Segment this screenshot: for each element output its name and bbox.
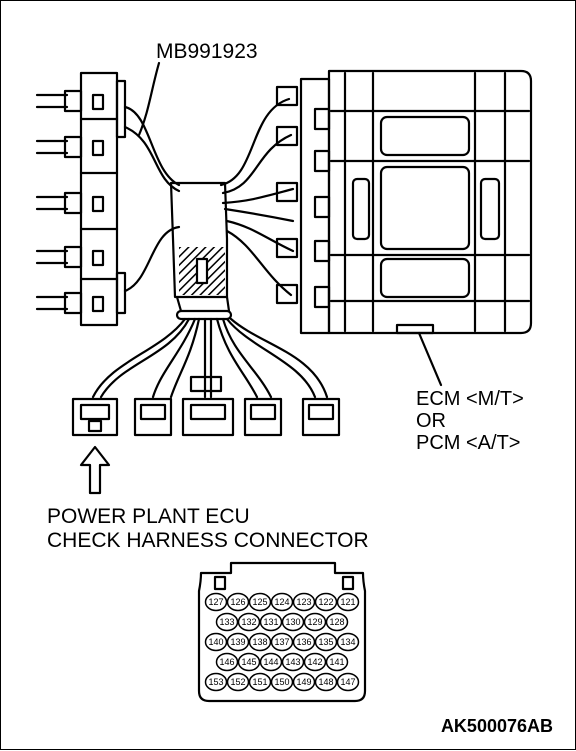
pin-142 [303,652,327,672]
pin-126 [226,592,250,612]
pin-label-142: 142 [307,657,322,667]
pin-128 [325,612,349,632]
pin-144 [259,652,283,672]
pin-label-151: 151 [252,677,267,687]
pin-label-124: 124 [274,597,289,607]
pin-151 [248,672,272,692]
ecm-pcm-unit [275,69,533,387]
pin-label-127: 127 [208,597,223,607]
pin-label-135: 135 [318,637,333,647]
pin-131 [259,612,283,632]
pin-label-134: 134 [340,637,355,647]
pin-label-121: 121 [340,597,355,607]
pin-label-145: 145 [241,657,256,667]
pin-122 [314,592,338,612]
pin-147 [336,672,360,692]
pin-label-143: 143 [285,657,300,667]
pin-label-130: 130 [285,617,300,627]
ecm-label-line1: ECM <M/T> [416,388,524,410]
check-harness-label-line1: POWER PLANT ECU [47,505,250,528]
pin-label-138: 138 [252,637,267,647]
ecm-pcm-label: ECM <M/T> OR PCM <A/T> [416,388,524,454]
check-harness-label-line2: CHECK HARNESS CONNECTOR [47,529,369,552]
pin-145 [237,652,261,672]
pin-label-122: 122 [318,597,333,607]
pin-150 [270,672,294,692]
pin-146 [215,652,239,672]
pin-label-129: 129 [307,617,322,627]
pin-138 [248,632,272,652]
pin-label-152: 152 [230,677,245,687]
pin-136 [292,632,316,652]
pin-152 [226,672,250,692]
pin-label-147: 147 [340,677,355,687]
pin-label-123: 123 [296,597,311,607]
pin-label-150: 150 [274,677,289,687]
pin-137 [270,632,294,652]
pin-133 [215,612,239,632]
pin-label-146: 146 [219,657,234,667]
pin-129 [303,612,327,632]
pin-label-126: 126 [230,597,245,607]
pin-135 [314,632,338,652]
up-arrow-icon [79,445,111,495]
pin-label-136: 136 [296,637,311,647]
pin-label-132: 132 [241,617,256,627]
pin-149 [292,672,316,692]
pin-label-141: 141 [329,657,344,667]
pin-141 [325,652,349,672]
tool-label: MB991923 [156,40,258,63]
pin-label-139: 139 [230,637,245,647]
pin-label-149: 149 [296,677,311,687]
check-harness-label: POWER PLANT ECU CHECK HARNESS CONNECTOR [47,506,369,554]
pin-label-125: 125 [252,597,267,607]
pin-grid: 127 126 125 124 123 122 121 133 132 131 130 129 128 1… [204,592,360,692]
pin-123 [292,592,316,612]
pin-label-128: 128 [329,617,344,627]
pin-125 [248,592,272,612]
check-harness-connectors [71,397,341,437]
pin-153 [204,672,228,692]
pin-label-153: 153 [208,677,223,687]
pin-148 [314,672,338,692]
pin-139 [226,632,250,652]
ecm-label-line2: OR [416,410,446,432]
pin-connector-face [197,561,367,703]
pin-127 [204,592,228,612]
pin-140 [204,632,228,652]
pin-label-137: 137 [274,637,289,647]
pin-121 [336,592,360,612]
pin-132 [237,612,261,632]
figure-code: AK500076AB [440,716,553,736]
pin-label-131: 131 [263,617,278,627]
harness-wires [91,61,329,399]
pin-label-140: 140 [208,637,223,647]
left-connector-stack [35,71,127,327]
pin-label-133: 133 [219,617,234,627]
pin-130 [281,612,305,632]
pin-124 [270,592,294,612]
pin-143 [281,652,305,672]
pin-label-148: 148 [318,677,333,687]
pin-134 [336,632,360,652]
pin-label-144: 144 [263,657,278,667]
ecm-label-line3: PCM <A/T> [416,432,521,454]
